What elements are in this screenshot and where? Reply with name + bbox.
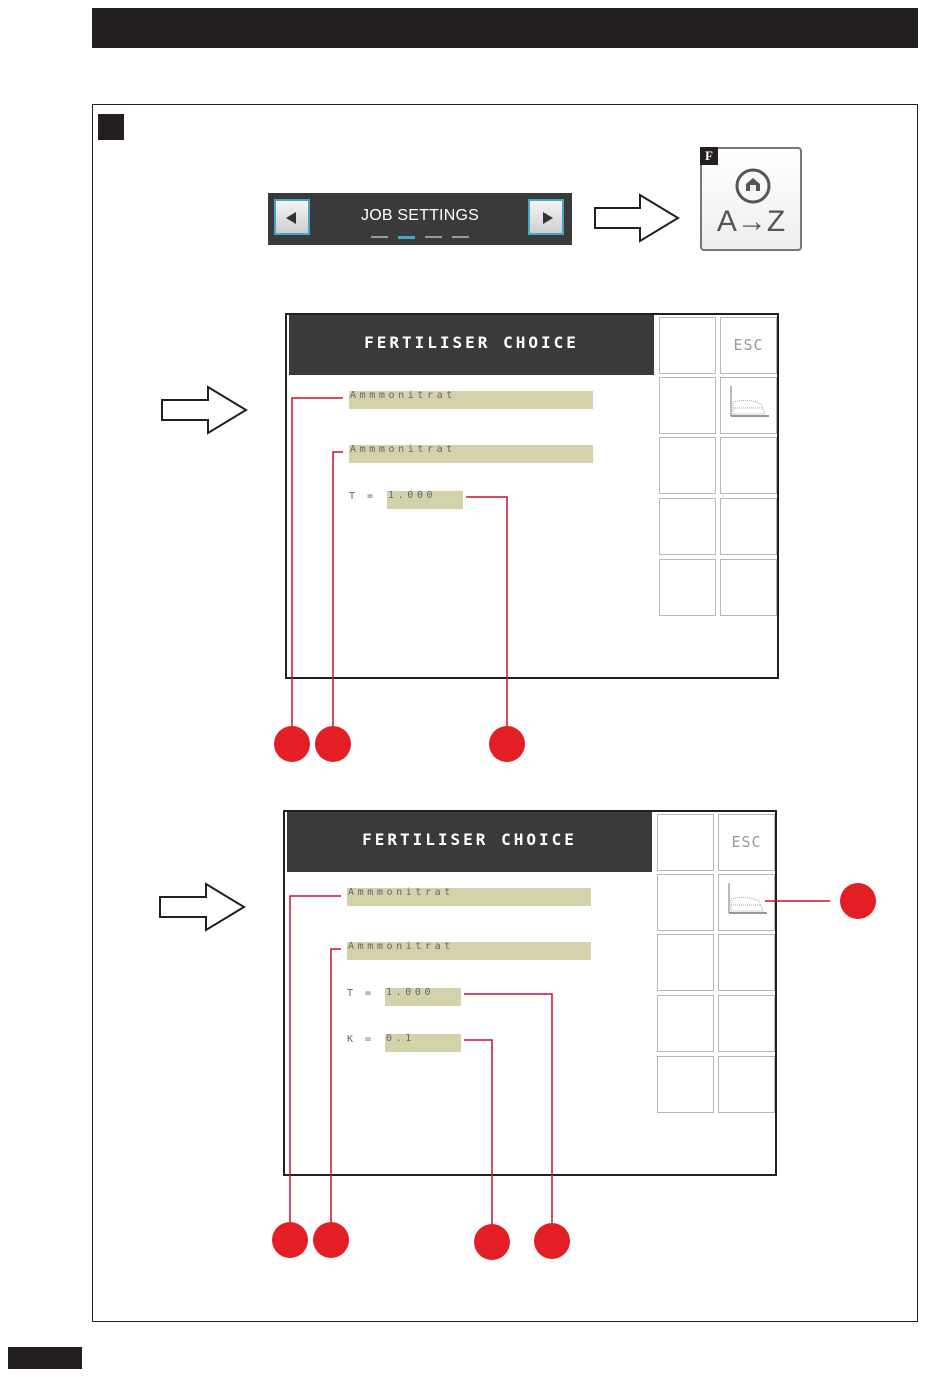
callout-marker xyxy=(274,726,310,762)
callout-marker xyxy=(315,726,351,762)
callout-marker xyxy=(534,1223,570,1259)
footer-tab xyxy=(8,1347,82,1369)
callout-marker xyxy=(272,1222,308,1258)
arrow-icon xyxy=(160,884,244,930)
callout-marker xyxy=(489,726,525,762)
arrow-icon xyxy=(595,195,678,241)
callout-marker xyxy=(474,1224,510,1260)
arrow-icon xyxy=(162,387,246,433)
callout-marker xyxy=(313,1222,349,1258)
callout-marker xyxy=(840,883,876,919)
